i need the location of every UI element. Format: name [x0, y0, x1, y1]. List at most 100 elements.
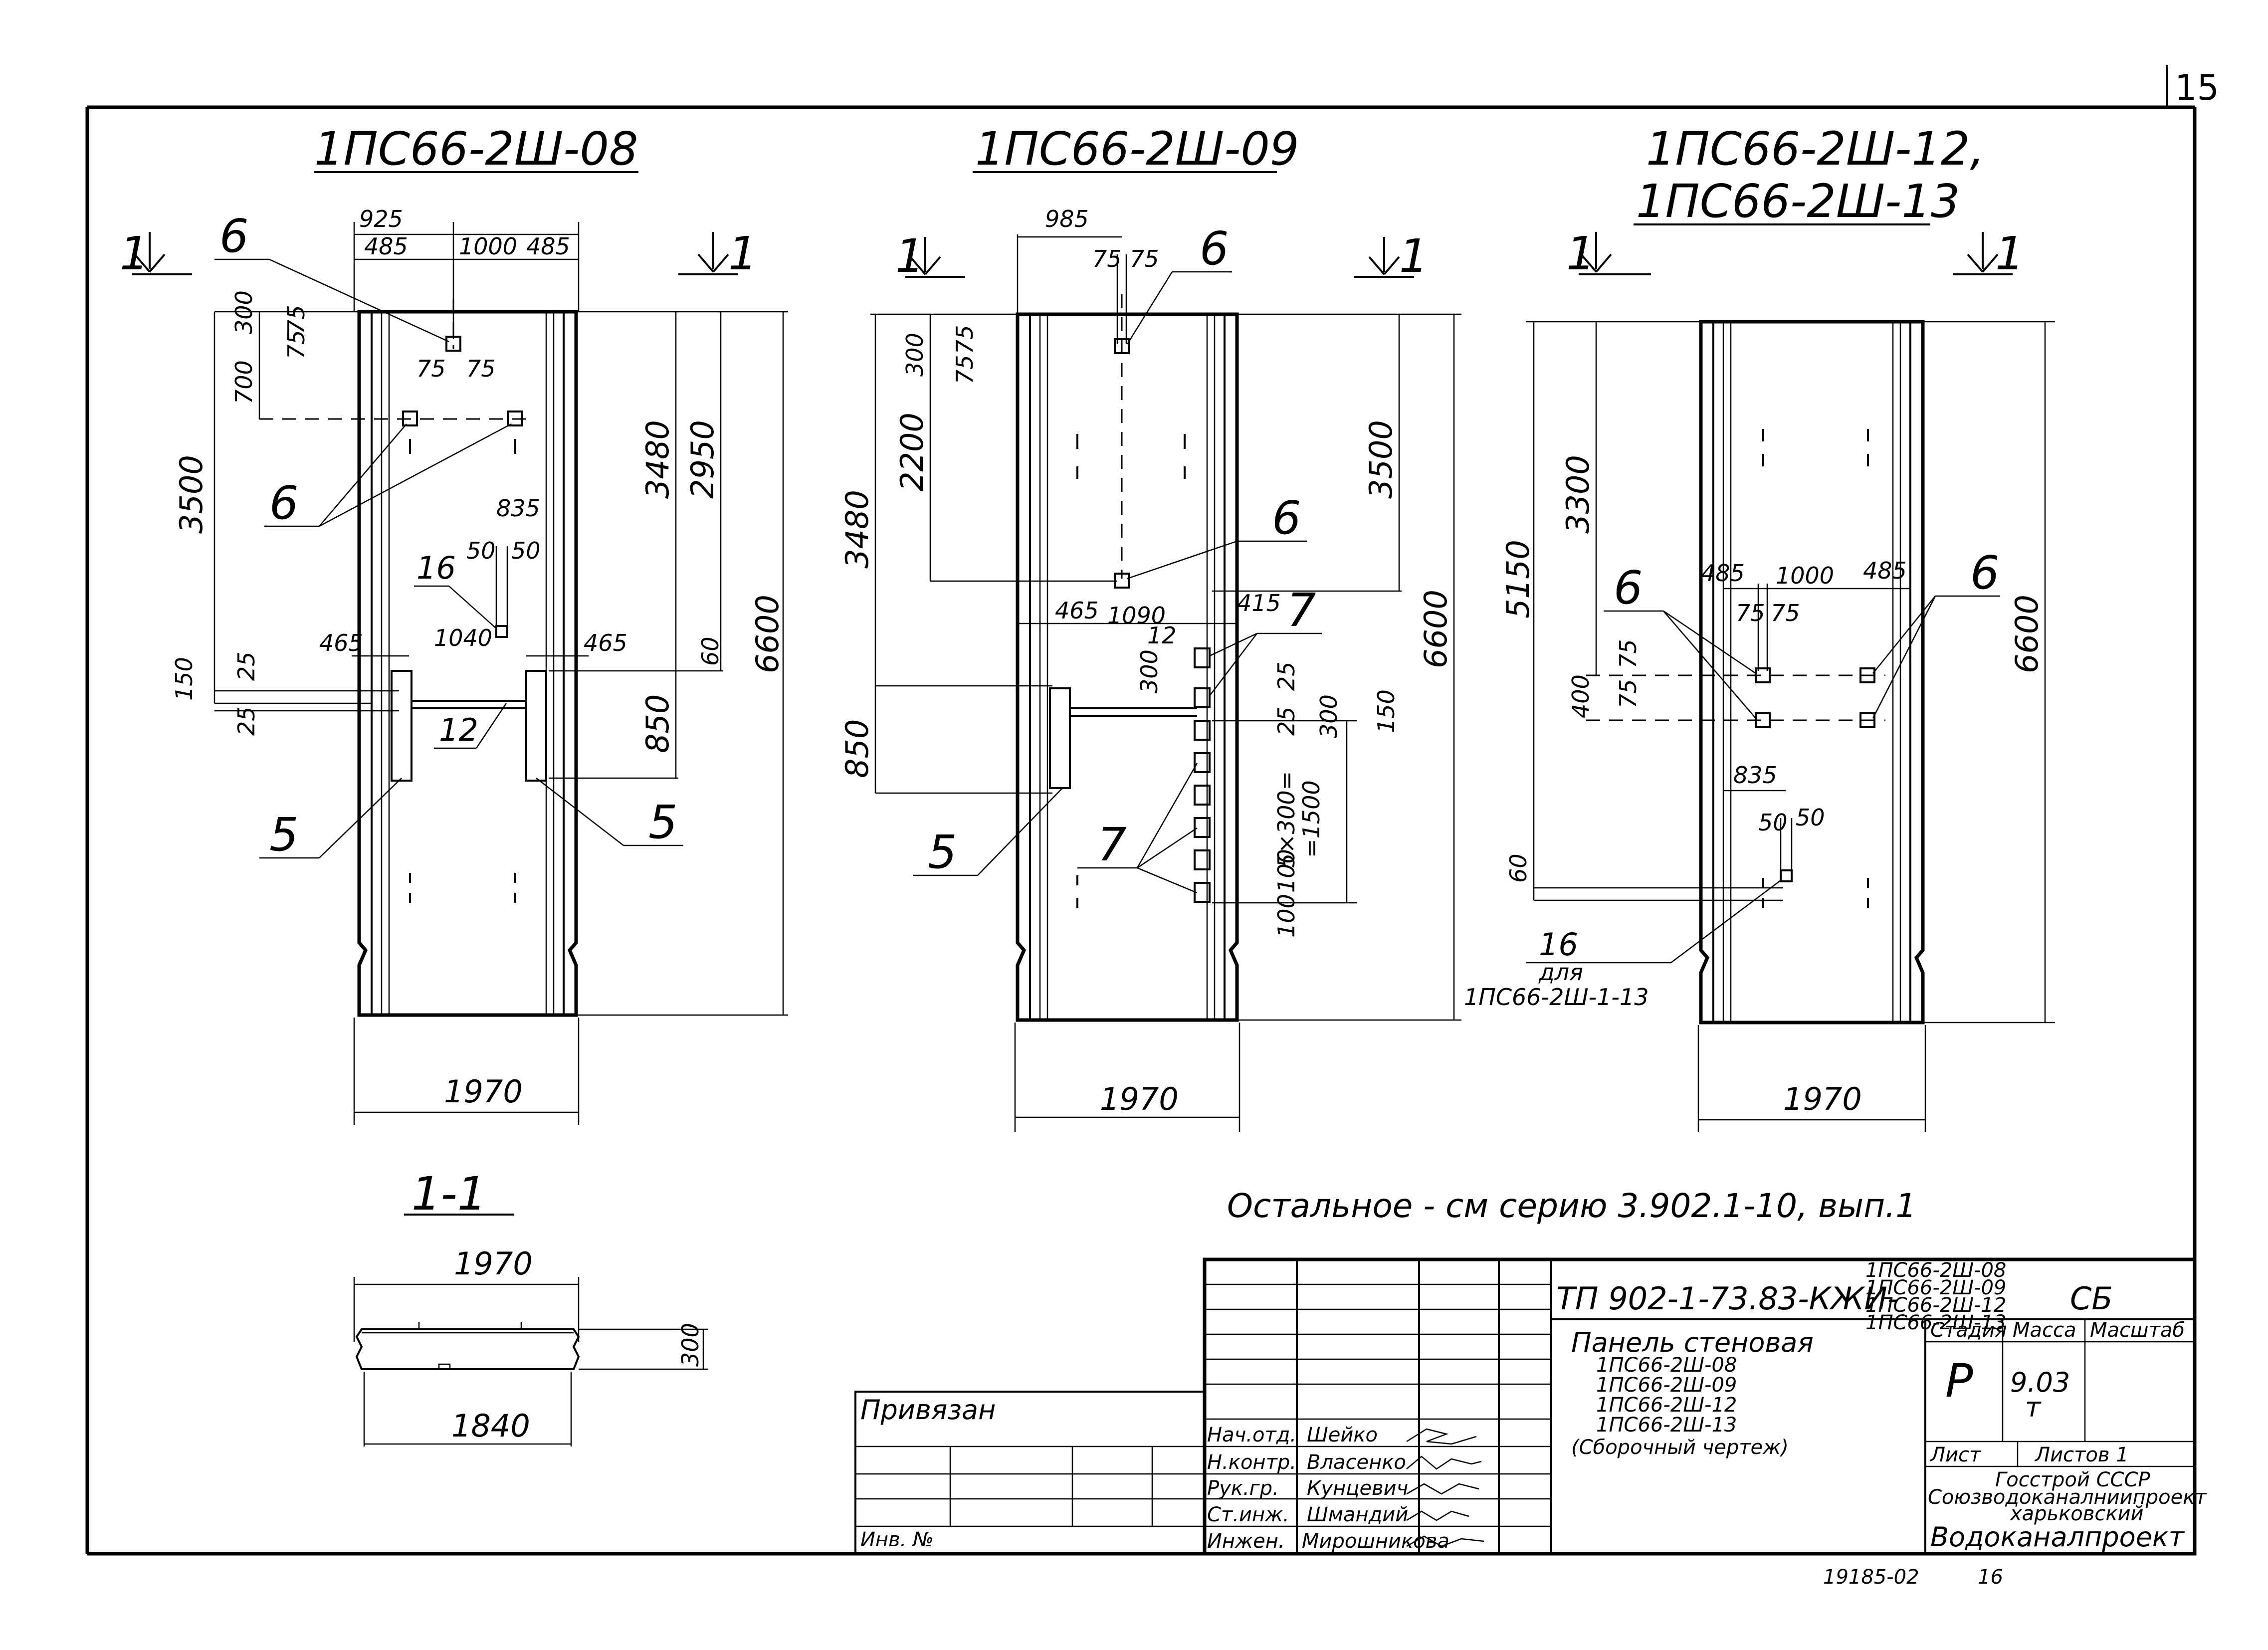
panel-12-note-16a: для — [1538, 959, 1583, 986]
panel-09-mark-6a: 6 — [1200, 222, 1229, 275]
stage-value: Р — [1945, 1354, 1973, 1408]
panel-09-dim-12: 12 — [1147, 622, 1177, 649]
section-dim-right: 300 — [677, 1323, 704, 1367]
staff-name-3: Кунцевич — [1307, 1477, 1408, 1500]
panel-09-dim-1090: 1090 — [1107, 602, 1166, 629]
staff-role-5: Инжен. — [1207, 1530, 1285, 1553]
panel-12-section-left: 1 — [1566, 227, 1596, 280]
panel-09-dim-top-total: 985 — [1045, 206, 1089, 232]
mass-label: Масса — [2013, 1319, 2076, 1342]
section-1-1: 1-1 1970 300 1840 — [353, 1167, 708, 1446]
staff-name-5: Мирошникова — [1302, 1530, 1449, 1553]
panel-08-dim-465r: 465 — [584, 629, 627, 656]
panel-09-dim-v850: 850 — [839, 719, 875, 778]
panel-08-title: 1ПС66-2Ш-08 — [314, 122, 638, 176]
section-title: 1-1 — [412, 1167, 486, 1221]
panel-08-dim-top-total: 925 — [359, 206, 403, 232]
panel-08-dim-v3480: 3480 — [639, 420, 676, 499]
panel-12-dim-v5150: 5150 — [1500, 540, 1536, 619]
panel-12-dim-50b: 50 — [1796, 804, 1825, 831]
signature-5 — [1406, 1535, 1484, 1547]
bound-label: Привязан — [860, 1394, 996, 1426]
panel-12-dim-v75b: 75 — [1615, 679, 1642, 708]
panel-08-dim-bottom: 1970 — [444, 1073, 523, 1110]
panel-09-dim-v300: 300 — [901, 333, 928, 377]
panel-08-section-left: 1 — [120, 227, 149, 280]
section-dim-bottom: 1840 — [451, 1408, 530, 1444]
staff-role-4: Ст.инж. — [1207, 1503, 1289, 1526]
panel-12-section-right: 1 — [1995, 227, 2025, 280]
staff-role-3: Рук.гр. — [1207, 1477, 1279, 1500]
panel-12-dim-v6600: 6600 — [2009, 595, 2045, 673]
panel-12-dim-v400: 400 — [1567, 674, 1594, 718]
panel-12-mark-16: 16 — [1539, 926, 1578, 963]
panel-09: 1ПС66-2Ш-09 1 1 985 75 75 — [839, 122, 1461, 1132]
panel-08-mark-12: 12 — [439, 712, 478, 748]
panel-12-mark-6a: 6 — [1614, 561, 1643, 615]
panel-09-dim-bottom: 1970 — [1100, 1081, 1179, 1117]
panel-09-dim-step2: =1500 — [1298, 780, 1325, 858]
document-code: ТП 902-1-73.83-КЖИ- — [1556, 1280, 1898, 1317]
panel-08-dim-h75b: 75 — [466, 355, 496, 382]
panel-09-dim-v300c: 300 — [1315, 694, 1342, 738]
panel-09-dim-v100a: 100 — [1273, 849, 1300, 893]
panel-09-dim-v75a: 75 — [951, 325, 978, 354]
panel-08-dim-v150: 150 — [171, 657, 198, 701]
panel-08-mark-5b: 5 — [648, 796, 678, 849]
panel-12-13: 1ПС66-2Ш-12, 1ПС66-2Ш-13 1 1 3300 5150 4… — [1464, 122, 2055, 1132]
panel-09-dim-415: 415 — [1237, 590, 1281, 617]
panel-09-dim-h75a: 75 — [1092, 245, 1122, 272]
staff-role-1: Нач.отд. — [1207, 1424, 1296, 1446]
name-line-2: 1ПС66-2Ш-08 — [1596, 1354, 1737, 1377]
panel-12-dim-bottom: 1970 — [1783, 1081, 1862, 1117]
signature-4 — [1406, 1510, 1469, 1521]
panel-09-mark-7a: 7 — [1287, 584, 1316, 637]
mass-value: 9.03 — [2010, 1367, 2070, 1398]
panel-12-dim-1000: 1000 — [1776, 562, 1834, 589]
panel-09-mark-5: 5 — [928, 825, 957, 879]
panel-08-dim-465l: 465 — [319, 629, 363, 656]
panel-09-dim-v6600: 6600 — [1418, 590, 1454, 668]
staff-name-1: Шейко — [1307, 1424, 1378, 1446]
org-line-1: Госстрой СССР — [1995, 1468, 2150, 1491]
mass-unit: т — [2025, 1392, 2042, 1423]
panel-09-dim-v2200: 2200 — [894, 412, 930, 491]
panel-09-dim-465: 465 — [1055, 597, 1099, 624]
panel-12-dim-50a: 50 — [1758, 809, 1788, 836]
panel-08-dim-835: 835 — [496, 495, 540, 522]
sheets-label: Листов 1 — [2034, 1444, 2129, 1466]
name-line-5: 1ПС66-2Ш-13 — [1596, 1414, 1737, 1437]
code-item-1: 1ПС66-2Ш-08 — [1865, 1259, 2006, 1282]
title-block: Привязан Инв. № Нач.отд. Шейко Н.контр. … — [854, 1257, 2207, 1556]
panel-13-title: 1ПС66-2Ш-13 — [1636, 175, 1960, 228]
inv-label: Инв. № — [860, 1528, 934, 1551]
panel-08: 1ПС66-2Ш-08 1 1 925 485 1000 48 — [120, 122, 788, 1125]
panel-09-title: 1ПС66-2Ш-09 — [975, 122, 1299, 176]
sheet-label: Лист — [1929, 1444, 1982, 1466]
name-line-4: 1ПС66-2Ш-12 — [1596, 1394, 1737, 1417]
signature-3 — [1406, 1483, 1479, 1495]
panel-09-dim-v75b: 75 — [951, 355, 978, 384]
panel-08-dim-v60: 60 — [697, 636, 724, 666]
stage-label: Стадия — [1930, 1319, 2007, 1342]
panel-09-dim-step: 5×300= — [1273, 771, 1300, 868]
panel-12-dim-v75a: 75 — [1615, 639, 1642, 668]
panel-09-dim-h75b: 75 — [1130, 245, 1159, 272]
panel-08-dim-v3500: 3500 — [173, 455, 209, 534]
panel-09-dim-v150: 150 — [1373, 689, 1400, 733]
panel-09-mark-6b: 6 — [1272, 491, 1301, 545]
panel-08-dim-top-mid: 1000 — [459, 233, 517, 260]
signature-1 — [1406, 1428, 1477, 1445]
bottom-page: 16 — [1978, 1566, 2003, 1589]
panel-08-dim-top-left: 485 — [364, 233, 408, 260]
panel-08-mark-16: 16 — [416, 550, 456, 586]
name-line-6: (Сборочный чертеж) — [1571, 1436, 1789, 1459]
panel-12-title: 1ПС66-2Ш-12, — [1646, 122, 1985, 176]
staff-name-4: Шмандий — [1307, 1503, 1408, 1526]
panel-12-dim-h75b: 75 — [1771, 600, 1800, 626]
reference-note: Остальное - см серию 3.902.1-10, вып.1 — [1227, 1187, 1916, 1225]
panel-12-dim-v60: 60 — [1505, 853, 1532, 883]
panel-08-dim-v700: 700 — [230, 360, 257, 404]
signature-2 — [1406, 1455, 1482, 1470]
code-item-4: 1ПС66-2Ш-13 — [1865, 1311, 2006, 1334]
